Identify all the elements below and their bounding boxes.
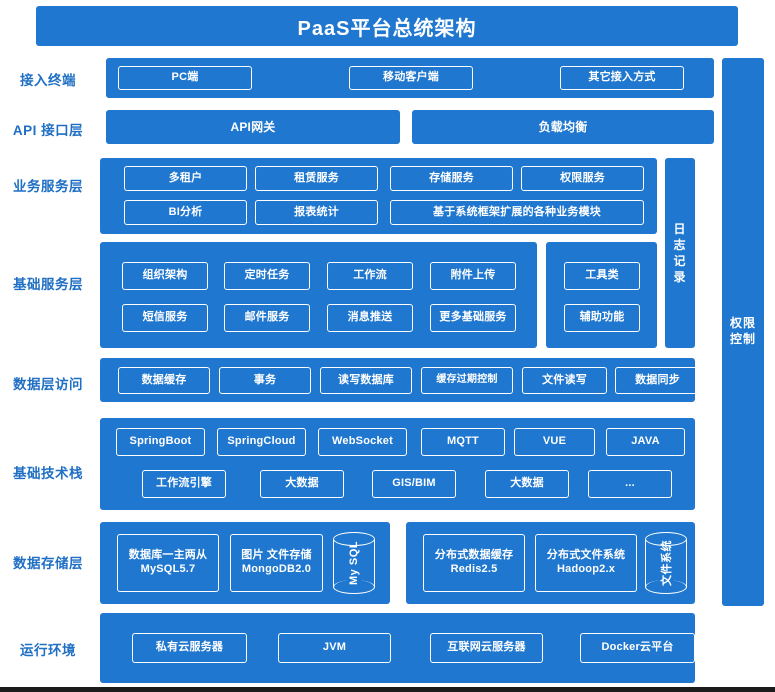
- cylinder-top: [645, 532, 687, 546]
- cylinder-body: [333, 539, 375, 587]
- techstack-layer-panel: SpringBoot SpringCloud WebSocket MQTT VU…: [100, 418, 695, 510]
- runtime-item-internet-cloud[interactable]: 互联网云服务器: [430, 633, 543, 663]
- row-label-tech: 基础技术栈: [13, 466, 83, 481]
- storage-item-hadoop-line2: Hadoop2.x: [556, 563, 616, 575]
- cylinder-label-wrap: 文件系统: [645, 532, 687, 594]
- business-item-permission[interactable]: 权限服务: [521, 166, 644, 191]
- dataaccess-item-fileio[interactable]: 文件读写: [522, 367, 607, 394]
- dataaccess-item-transaction[interactable]: 事务: [219, 367, 311, 394]
- storage-item-redis[interactable]: 分布式数据缓存 Redis2.5: [423, 534, 525, 592]
- dataaccess-item-cache[interactable]: 数据缓存: [118, 367, 210, 394]
- sidebar-log-label: 日志记录: [673, 221, 687, 285]
- api-item-loadbalance: 负载均衡: [538, 119, 588, 134]
- access-item-mobile[interactable]: 移动客户端: [349, 66, 473, 90]
- techstack-item-bigdata-1[interactable]: 大数据: [260, 470, 344, 498]
- business-item-lease[interactable]: 租赁服务: [255, 166, 378, 191]
- business-item-storage[interactable]: 存储服务: [390, 166, 513, 191]
- api-gateway-panel[interactable]: API网关: [106, 110, 400, 144]
- storage-item-mysql-master-slave[interactable]: 数据库一主两从 MySQL5.7: [117, 534, 219, 592]
- storage-item-hadoop-line1: 分布式文件系统: [546, 549, 626, 562]
- sidebar-permission-control: 权限 控制: [722, 58, 764, 606]
- cylinder-bottom: [333, 580, 375, 594]
- runtime-item-private-cloud[interactable]: 私有云服务器: [132, 633, 247, 663]
- runtime-item-docker[interactable]: Docker云平台: [580, 633, 695, 663]
- business-item-multitenant[interactable]: 多租户: [124, 166, 247, 191]
- techstack-item-bigdata-2[interactable]: 大数据: [485, 470, 569, 498]
- techstack-item-websocket[interactable]: WebSocket: [318, 428, 407, 456]
- storage-cylinder-filesystem: 文件系统: [645, 532, 687, 594]
- basic-item-schedule[interactable]: 定时任务: [224, 262, 310, 290]
- bottom-strip: [0, 687, 775, 692]
- basic-tools-panel: 工具类 辅助功能: [546, 242, 657, 348]
- dataaccess-layer-panel: 数据缓存 事务 读写数据库 缓存过期控制 文件读写 数据同步: [100, 358, 700, 402]
- techstack-item-gisbim[interactable]: GIS/BIM: [372, 470, 456, 498]
- storage-item-hadoop[interactable]: 分布式文件系统 Hadoop2.x: [535, 534, 637, 592]
- cylinder-bottom: [645, 580, 687, 594]
- access-layer-panel: PC端 移动客户端 其它接入方式: [106, 58, 714, 98]
- api-item-gateway: API网关: [230, 119, 276, 134]
- basic-item-org[interactable]: 组织架构: [122, 262, 208, 290]
- techstack-item-mqtt[interactable]: MQTT: [421, 428, 505, 456]
- techstack-item-springcloud[interactable]: SpringCloud: [217, 428, 306, 456]
- access-item-other[interactable]: 其它接入方式: [560, 66, 684, 90]
- basic-layer-panel: 组织架构 定时任务 工作流 附件上传 短信服务 邮件服务 消息推送 更多基础服务: [100, 242, 537, 348]
- dataaccess-item-expire[interactable]: 缓存过期控制: [421, 367, 513, 394]
- cylinder-label-wrap: My SQL: [333, 532, 375, 594]
- storage-item-mongodb[interactable]: 图片 文件存储 MongoDB2.0: [230, 534, 323, 592]
- basic-item-upload[interactable]: 附件上传: [430, 262, 516, 290]
- storage-item-mongodb-line1: 图片 文件存储: [241, 549, 312, 562]
- storage-item-redis-line2: Redis2.5: [450, 563, 498, 575]
- basic-item-push[interactable]: 消息推送: [327, 304, 413, 332]
- storage-cylinder-filesystem-label: 文件系统: [661, 540, 673, 586]
- sidebar-permission-line1: 权限: [729, 316, 756, 331]
- techstack-item-ellipsis[interactable]: ...: [588, 470, 672, 498]
- row-label-api: API 接口层: [12, 123, 84, 138]
- basic-item-sms[interactable]: 短信服务: [122, 304, 208, 332]
- storage-item-mysql-line1: 数据库一主两从: [128, 549, 208, 562]
- business-item-report[interactable]: 报表统计: [255, 200, 378, 225]
- storage-item-mongodb-line2: MongoDB2.0: [241, 563, 312, 575]
- runtime-item-jvm[interactable]: JVM: [278, 633, 391, 663]
- sidebar-permission-label: 权限 控制: [730, 316, 756, 347]
- techstack-item-vue[interactable]: VUE: [514, 428, 595, 456]
- row-label-business: 业务服务层: [13, 179, 83, 194]
- storage-right-panel: 分布式数据缓存 Redis2.5 分布式文件系统 Hadoop2.x 文件系统: [406, 522, 695, 604]
- page-title: PaaS平台总统架构: [36, 6, 738, 46]
- dataaccess-item-rwdb[interactable]: 读写数据库: [320, 367, 412, 394]
- basic-side-item-tools[interactable]: 工具类: [564, 262, 640, 290]
- runtime-layer-panel: 私有云服务器 JVM 互联网云服务器 Docker云平台: [100, 613, 695, 683]
- row-label-dataacc: 数据层访问: [13, 377, 83, 392]
- cylinder-top: [333, 532, 375, 546]
- business-item-bi[interactable]: BI分析: [124, 200, 247, 225]
- row-label-runtime: 运行环境: [20, 643, 76, 658]
- storage-cylinder-mysql: My SQL: [333, 532, 375, 594]
- storage-item-mysql-line2: MySQL5.7: [140, 563, 196, 575]
- business-item-extension[interactable]: 基于系统框架扩展的各种业务模块: [390, 200, 644, 225]
- business-layer-panel: 多租户 租赁服务 存储服务 权限服务 BI分析 报表统计 基于系统框架扩展的各种…: [100, 158, 657, 234]
- techstack-item-java[interactable]: JAVA: [606, 428, 685, 456]
- dataaccess-item-sync[interactable]: 数据同步: [615, 367, 700, 394]
- row-label-basic: 基础服务层: [13, 277, 83, 292]
- sidebar-log-record: 日志记录: [665, 158, 695, 348]
- basic-side-item-aux[interactable]: 辅助功能: [564, 304, 640, 332]
- row-label-storage: 数据存储层: [13, 556, 83, 571]
- access-item-pc[interactable]: PC端: [118, 66, 252, 90]
- techstack-item-springboot[interactable]: SpringBoot: [116, 428, 205, 456]
- basic-item-workflow[interactable]: 工作流: [327, 262, 413, 290]
- basic-item-more[interactable]: 更多基础服务: [430, 304, 516, 332]
- cylinder-body: [645, 539, 687, 587]
- storage-cylinder-mysql-label: My SQL: [348, 541, 361, 585]
- sidebar-permission-line2: 控制: [729, 332, 756, 346]
- storage-item-redis-line1: 分布式数据缓存: [434, 549, 514, 562]
- row-label-access: 接入终端: [20, 73, 76, 88]
- techstack-item-workflow-engine[interactable]: 工作流引擎: [142, 470, 226, 498]
- storage-left-panel: 数据库一主两从 MySQL5.7 图片 文件存储 MongoDB2.0 My S…: [100, 522, 390, 604]
- load-balancer-panel[interactable]: 负载均衡: [412, 110, 714, 144]
- basic-item-email[interactable]: 邮件服务: [224, 304, 310, 332]
